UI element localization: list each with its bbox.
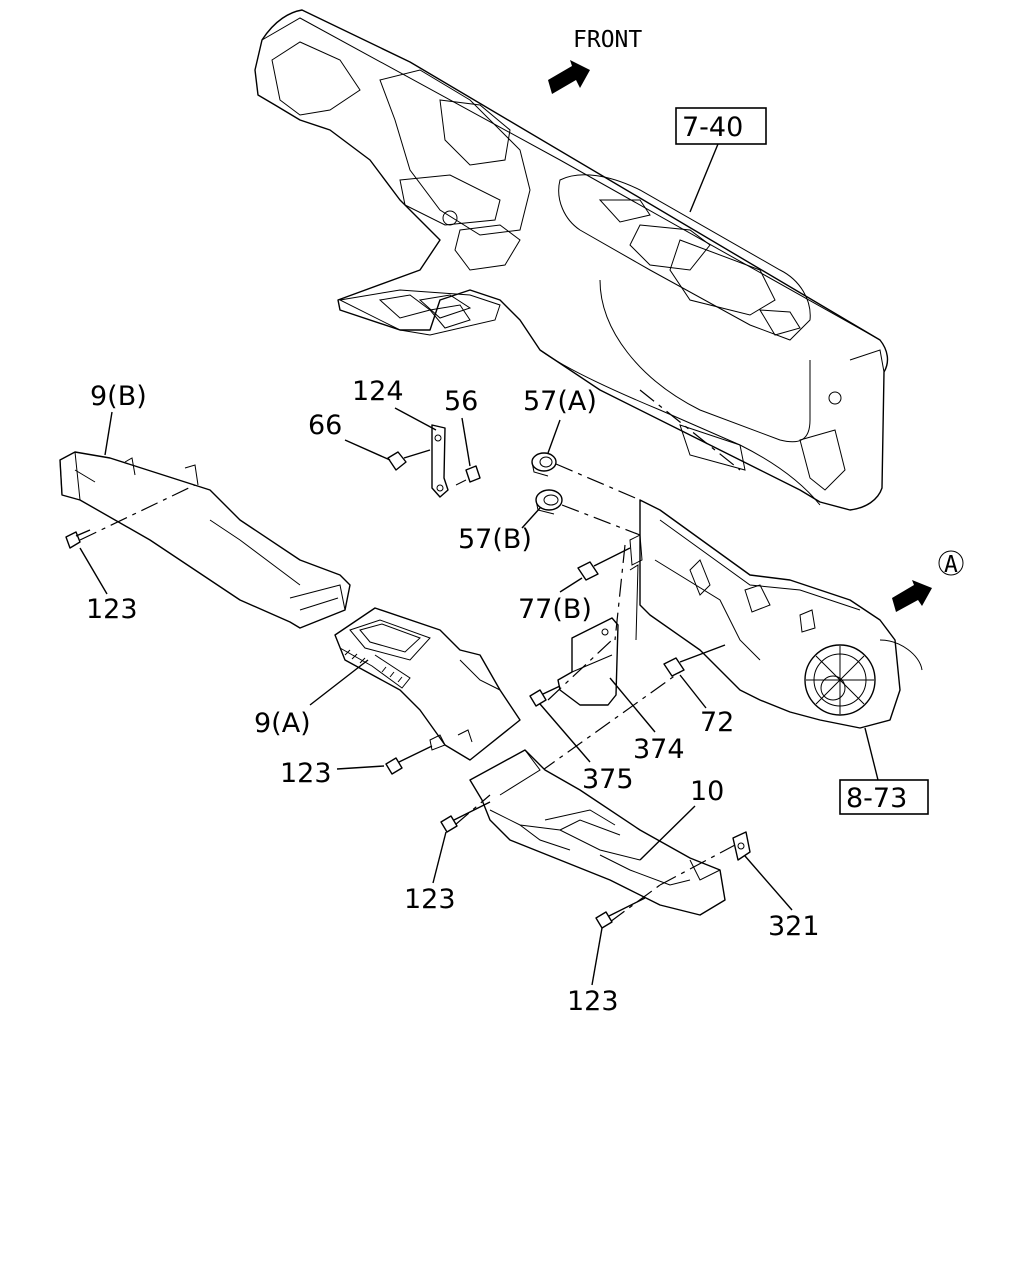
- ref-box-8-73: 8-73: [839, 727, 929, 815]
- label-72: 72: [700, 707, 734, 738]
- clip-321: [732, 831, 751, 861]
- ref-8-73-label: 8-73: [846, 783, 907, 814]
- dash-375: [547, 639, 613, 701]
- dash-9b-screw: [79, 484, 196, 541]
- bolt-72: [663, 644, 726, 677]
- clip-56: [455, 465, 481, 486]
- dash-374: [614, 544, 626, 641]
- front-label: FRONT: [573, 27, 642, 53]
- dash-dash-to-unit: [639, 389, 741, 471]
- ref-7-40-label: 7-40: [682, 112, 743, 143]
- grommet-57a: [531, 452, 557, 477]
- grommet-57b: [535, 489, 563, 515]
- screw-123-ml: [385, 745, 433, 775]
- label-56: 56: [444, 386, 478, 417]
- duct-9a: [334, 607, 521, 761]
- view-a-label: A: [944, 552, 958, 578]
- front-arrow: FRONT: [548, 27, 642, 94]
- view-a-arrow: A: [892, 550, 964, 612]
- label-57b: 57(B): [458, 524, 532, 555]
- bolt-77b: [577, 547, 631, 581]
- dash-grommets: [555, 463, 641, 536]
- label-9b: 9(B): [90, 381, 147, 412]
- blower-unit: [629, 499, 923, 729]
- label-123-ml: 123: [280, 758, 332, 789]
- label-57a: 57(A): [523, 386, 597, 417]
- duct-10: [469, 749, 726, 916]
- label-10: 10: [690, 776, 724, 807]
- label-77b: 77(B): [518, 594, 592, 625]
- ref-box-7-40: 7-40: [675, 107, 767, 213]
- bolt-66: [387, 449, 431, 471]
- bracket-374: [557, 544, 626, 706]
- duct-9b: [59, 451, 351, 629]
- label-123-bl: 123: [404, 884, 456, 915]
- dash-10-screws: [454, 794, 736, 923]
- screw-123-b: [595, 897, 646, 929]
- label-66: 66: [308, 410, 342, 441]
- label-123-b: 123: [567, 986, 619, 1017]
- label-123-tl: 123: [86, 594, 138, 625]
- label-124: 124: [352, 376, 404, 407]
- label-321: 321: [768, 911, 820, 942]
- dash-72: [539, 671, 681, 773]
- screw-123-bl: [440, 801, 491, 833]
- dashboard-panel: [254, 9, 889, 511]
- label-375: 375: [582, 764, 634, 795]
- bracket-124: [431, 424, 449, 498]
- label-9a: 9(A): [254, 708, 311, 739]
- screw-123-tl: [65, 529, 91, 549]
- screw-375: [529, 685, 561, 707]
- label-374: 374: [633, 734, 685, 765]
